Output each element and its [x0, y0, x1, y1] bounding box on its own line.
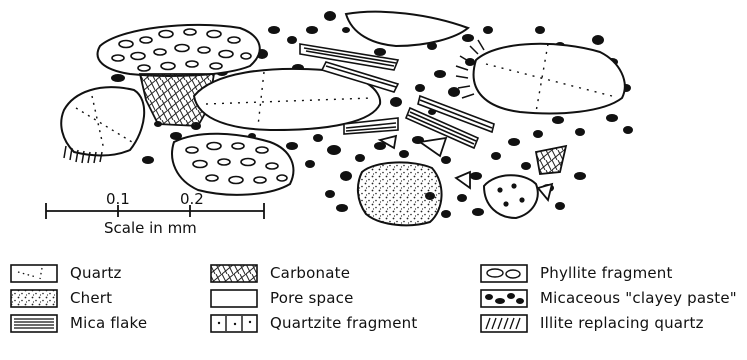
- chert-swatch-icon: [10, 289, 58, 308]
- quartz-grain-left: [61, 87, 144, 163]
- legend-item-micaceous-clayey-paste: Micaceous "clayey paste": [480, 286, 737, 310]
- legend-label-quartz: Quartz: [70, 264, 122, 282]
- illite-replacing-quartz-swatch-icon: [480, 314, 528, 333]
- micaceous-clayey-paste-swatch-icon: [480, 289, 528, 308]
- scale-caption: Scale in mm: [104, 219, 197, 237]
- legend-label-quartzite-fragment: Quartzite fragment: [270, 314, 417, 332]
- scale-tick-0.2: 0.2: [180, 190, 204, 208]
- legend-item-quartz: Quartz: [10, 261, 122, 285]
- scale-tick-0.1: 0.1: [106, 190, 130, 208]
- scale-bar: [46, 203, 264, 219]
- chert-grain: [358, 162, 442, 225]
- quartz-grain-right: [456, 40, 625, 113]
- legend-label-carbonate: Carbonate: [270, 264, 350, 282]
- legend-label-pore-space: Pore space: [270, 289, 354, 307]
- legend-label-micaceous-clayey-paste: Micaceous "clayey paste": [540, 289, 737, 307]
- legend-item-chert: Chert: [10, 286, 112, 310]
- legend-item-phyllite-fragment: Phyllite fragment: [480, 261, 673, 285]
- legend-label-chert: Chert: [70, 289, 112, 307]
- pore-space-swatch-icon: [210, 289, 258, 308]
- legend-item-mica-flake: Mica flake: [10, 311, 147, 335]
- mica-flake-swatch-icon: [10, 314, 58, 333]
- phyllite-fragment-swatch-icon: [480, 264, 528, 283]
- pore-space-top: [346, 12, 468, 46]
- legend-label-illite-replacing-quartz: Illite replacing quartz: [540, 314, 704, 332]
- legend-label-mica-flake: Mica flake: [70, 314, 147, 332]
- quartzite-fragment-lower: [172, 134, 293, 195]
- quartz-swatch-icon: [10, 264, 58, 283]
- legend-item-pore-space: Pore space: [210, 286, 354, 310]
- legend-item-illite-replacing-quartz: Illite replacing quartz: [480, 311, 704, 335]
- legend-item-quartzite-fragment: Quartzite fragment: [210, 311, 417, 335]
- carbonate-swatch-icon: [210, 264, 258, 283]
- legend-item-carbonate: Carbonate: [210, 261, 350, 285]
- quartzite-fragment-swatch-icon: [210, 314, 258, 333]
- phyllite-fragment: [484, 175, 538, 218]
- legend-label-phyllite-fragment: Phyllite fragment: [540, 264, 673, 282]
- quartzite-fragment-upper-left: [98, 25, 260, 76]
